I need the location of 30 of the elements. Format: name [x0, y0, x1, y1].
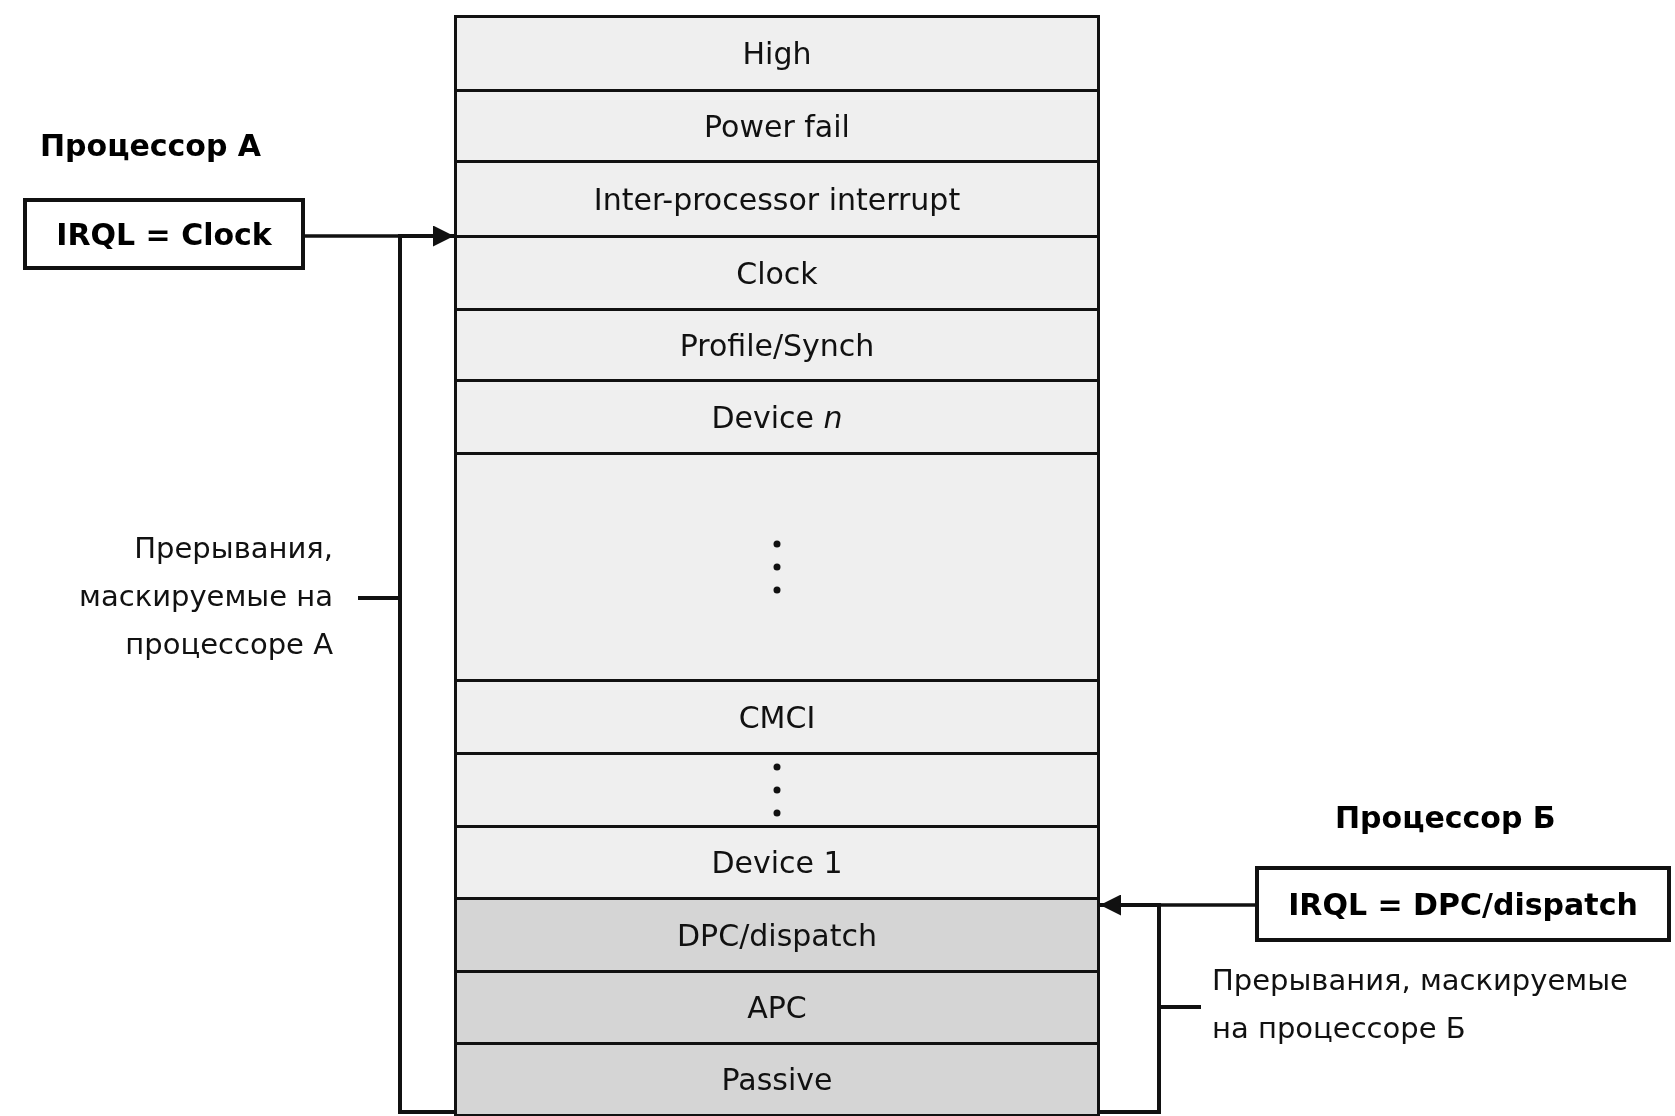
- level-name: Power fail: [704, 108, 850, 144]
- processor-heading: Процессор А: [40, 128, 262, 163]
- level-cell: [454, 1042, 1100, 1116]
- level-cell: [454, 825, 1100, 900]
- level-cell: [454, 235, 1100, 311]
- level-name: Clock: [736, 255, 818, 291]
- level-cell: [454, 897, 1100, 973]
- level-cell: [454, 160, 1100, 238]
- level-cell: [454, 970, 1100, 1045]
- level-cell: [454, 15, 1100, 92]
- level-name: Passive: [721, 1062, 833, 1097]
- level-name: Inter-processor interrupt: [593, 181, 961, 217]
- processor-heading: Процессор Б: [1335, 800, 1556, 835]
- irql-box: IRQL = DPC/dispatch: [1255, 866, 1671, 942]
- bracket-label: Прерывания, маскируемые на процессоре Б: [1212, 962, 1629, 1047]
- level-name: Device 1: [711, 845, 843, 880]
- bracket-label: Прерывания, маскируемые на процессоре А: [78, 530, 333, 663]
- blank-level-cell: [454, 452, 1100, 682]
- level-name: High: [742, 36, 812, 71]
- level-name: Device n: [711, 399, 843, 435]
- level-cell: [454, 89, 1100, 163]
- level-cell: [454, 379, 1100, 455]
- level-cell: [454, 308, 1100, 382]
- irql-box: IRQL = Clock: [23, 198, 305, 270]
- level-name: Profile/Synch: [679, 327, 875, 363]
- level-name: APC: [747, 990, 807, 1025]
- level-name: CMCI: [738, 699, 816, 735]
- level-cell: [454, 679, 1100, 755]
- blank-level-cell: [454, 752, 1100, 828]
- level-name: DPC/dispatch: [677, 917, 877, 953]
